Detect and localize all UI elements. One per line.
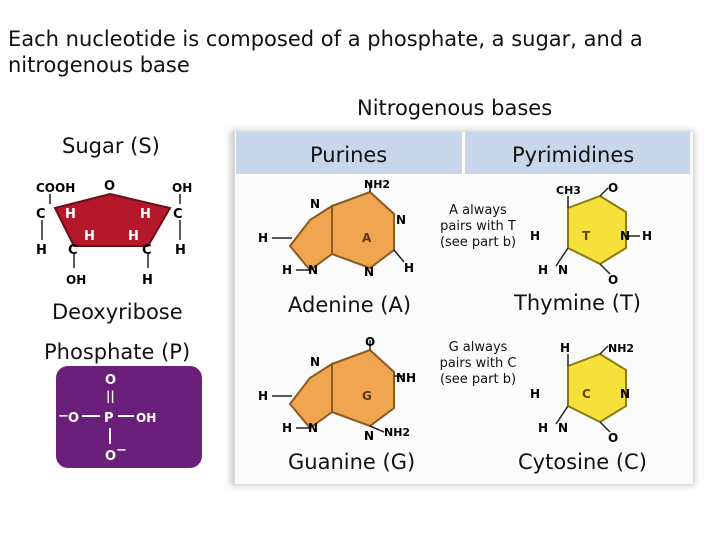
cytosine-nh2: NH2 [608, 342, 634, 355]
guanine-g: G [362, 389, 372, 403]
phosphate-minus-left: − [58, 409, 69, 424]
guanine-nh2: NH2 [384, 426, 410, 439]
adenine-h3: H [404, 261, 414, 275]
header-divider [462, 132, 465, 174]
cytosine-c: C [582, 387, 591, 401]
guanine-n3: N [308, 421, 318, 435]
guanine-h1: H [258, 389, 268, 403]
guanine-structure: O N N H G H N N NH2 H [258, 336, 416, 442]
cytosine-label: Cytosine (C) [518, 450, 647, 474]
adenine-nh2: NH2 [364, 178, 390, 191]
sugar-c4: C [142, 243, 152, 258]
sugar-ring [53, 192, 172, 247]
phosphate-bottom-o: O [105, 449, 116, 464]
purines-header: Purines [310, 143, 388, 167]
cytosine-h1: H [560, 341, 570, 355]
thymine-structure: CH3 O H T N H H N O [530, 182, 652, 286]
phosphate-minus-bottom: − [116, 443, 127, 458]
thymine-o2: O [608, 273, 618, 286]
phosphate-diagram: O || − O P OH O − [56, 366, 202, 468]
sugar-h3: H [36, 243, 47, 258]
sugar-h6: H [128, 229, 139, 244]
sugar-oh-bottom: OH [66, 273, 86, 287]
thymine-h3: H [538, 263, 548, 277]
phosphate-label: Phosphate (P) [44, 340, 191, 364]
thymine-o1: O [608, 182, 618, 195]
adenine-n4: N [364, 265, 374, 279]
phosphate-double-bond: || [106, 389, 115, 403]
phosphate-left-o: O [68, 411, 79, 426]
page-heading: Each nucleotide is composed of a phospha… [8, 27, 643, 77]
guanine-o: O [365, 336, 375, 349]
guanine-label: Guanine (G) [288, 450, 416, 474]
sugar-h4: H [175, 243, 186, 258]
sugar-oh-top: OH [172, 181, 192, 195]
thymine-h1: H [530, 229, 540, 243]
sugar-h5: H [84, 229, 95, 244]
sugar-h1: H [65, 207, 76, 222]
adenine-structure: NH2 N N H A H N N H [258, 178, 414, 279]
adenine-n2: N [396, 213, 406, 227]
adenine-h2: H [282, 263, 292, 277]
phosphate-top-o: O [105, 373, 116, 388]
guanine-six-ring [331, 348, 395, 428]
adenine-n3: N [308, 263, 318, 277]
sugar-label: Sugar (S) [62, 134, 160, 158]
sugar-c1: C [36, 207, 46, 222]
cytosine-n2: N [558, 421, 568, 435]
guanine-h3: H [406, 371, 416, 385]
adenine-six-ring [331, 190, 395, 270]
cytosine-h2: H [530, 387, 540, 401]
cytosine-o: O [608, 431, 618, 444]
pyrimidines-header: Pyrimidines [512, 143, 635, 167]
deoxyribose-label: Deoxyribose [52, 300, 183, 324]
deoxyribose-diagram: COOH O OH C H H C H C C H H H OH H [36, 179, 192, 288]
guanine-n4: N [364, 429, 374, 442]
thymine-ch3: CH3 [556, 184, 581, 197]
sugar-c3: C [68, 243, 78, 258]
gc-pairing-note: G always pairs with C (see part b) [439, 340, 517, 387]
sugar-c2: C [173, 207, 183, 222]
adenine-five-ring [288, 204, 333, 272]
thymine-ring [567, 194, 627, 266]
sugar-cooh: COOH [36, 181, 75, 195]
guanine-h2: H [282, 421, 292, 435]
cytosine-structure: H NH2 H C N H N O [530, 341, 634, 444]
sugar-h7: H [142, 273, 153, 288]
adenine-n1: N [310, 197, 320, 211]
thymine-h2: H [642, 229, 652, 243]
thymine-n2: N [558, 263, 568, 277]
cytosine-n1: N [620, 387, 630, 401]
guanine-five-ring [288, 362, 333, 430]
thymine-t: T [582, 229, 591, 243]
thymine-label: Thymine (T) [514, 291, 641, 315]
cytosine-ring [567, 352, 627, 424]
adenine-h1: H [258, 231, 268, 245]
guanine-n2: N [396, 371, 406, 385]
thymine-n1: N [620, 229, 630, 243]
nitrogenous-bases-title: Nitrogenous bases [357, 96, 553, 120]
sugar-ring-o: O [104, 179, 115, 194]
adenine-a: A [362, 231, 372, 245]
phosphate-p: P [104, 411, 114, 426]
adenine-label: Adenine (A) [288, 293, 412, 317]
at-pairing-note: A always pairs with T (see part b) [439, 203, 517, 250]
guanine-n1: N [310, 355, 320, 369]
sugar-h2: H [140, 207, 151, 222]
cytosine-h3: H [538, 421, 548, 435]
phosphate-oh: OH [136, 411, 156, 425]
